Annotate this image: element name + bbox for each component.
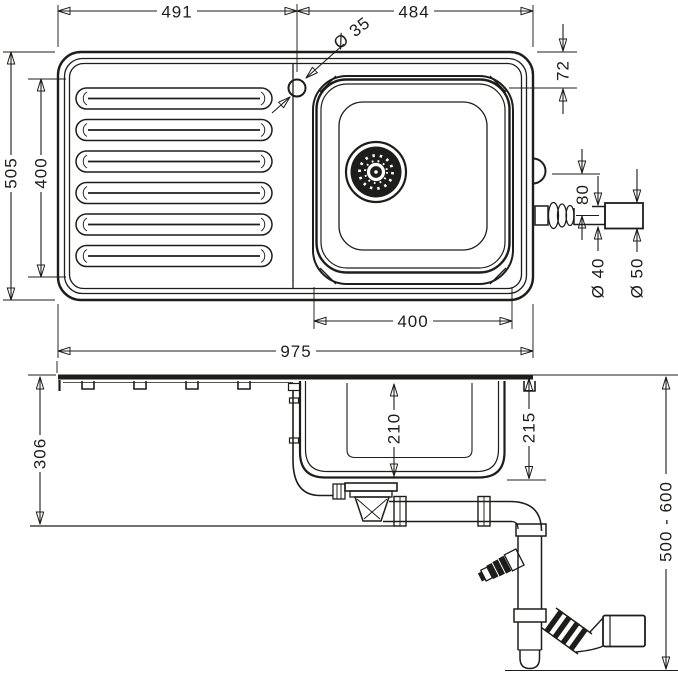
basin-rim bbox=[312, 75, 514, 285]
dim-top-right-width-label: 484 bbox=[398, 3, 429, 22]
rim-chamfer bbox=[319, 267, 337, 285]
drain-trap-piping bbox=[383, 495, 646, 670]
dim-installation-height-label: 306 bbox=[31, 438, 50, 469]
outlet-end-coupling bbox=[602, 614, 646, 648]
rim-chamfer bbox=[489, 75, 507, 93]
outlet-coupling bbox=[604, 202, 644, 230]
drain-strainer-icon bbox=[344, 140, 408, 204]
drainboard-grooves bbox=[75, 87, 273, 268]
mounting-clip bbox=[81, 381, 95, 390]
sink-inner-surround bbox=[68, 62, 523, 290]
diagonal-outlet-branch bbox=[541, 607, 646, 655]
groove bbox=[75, 118, 273, 142]
dim-basin-length-label: 400 bbox=[32, 157, 51, 188]
bowl-edge bbox=[315, 78, 511, 274]
bowl-flat-bottom bbox=[338, 101, 488, 251]
rim-chamfer bbox=[319, 75, 337, 93]
side-view-dimension-lines bbox=[40, 377, 666, 669]
top-view: 491 484 Ø 35 72 505 400 80 Ø 40 Ø 50 400… bbox=[1, 2, 647, 361]
tap-hole-leader bbox=[306, 43, 345, 78]
rim-chamfer bbox=[489, 267, 507, 285]
side-view-extension-lines bbox=[28, 361, 678, 672]
dim-outlet-inner-label: Ø 40 bbox=[589, 258, 608, 299]
tap-hole-leader-tail bbox=[271, 97, 290, 114]
dim-overflow-drop-label: 80 bbox=[573, 184, 592, 205]
groove bbox=[75, 244, 273, 268]
dim-overall-width-label: 975 bbox=[280, 342, 311, 361]
groove bbox=[75, 181, 273, 205]
sink-outer-edge bbox=[56, 50, 535, 302]
dim-bowl-depth-outer-label: 215 bbox=[520, 412, 539, 443]
groove bbox=[75, 150, 273, 173]
mounting-clip bbox=[185, 381, 199, 390]
dim-outlet-outer-label: Ø 50 bbox=[628, 258, 647, 299]
tap-hole bbox=[287, 78, 307, 98]
mounting-clip bbox=[133, 381, 147, 390]
dim-rim-to-bowl-label: 72 bbox=[554, 60, 573, 81]
basin-section bbox=[298, 381, 506, 479]
sink-flange bbox=[58, 374, 533, 380]
hose-nozzle bbox=[477, 548, 525, 582]
drain-waste-assembly bbox=[332, 482, 398, 522]
mounting-clip bbox=[237, 381, 251, 390]
side-view: 306 210 215 500 - 600 bbox=[28, 361, 678, 672]
overflow-outlet bbox=[532, 157, 644, 230]
dim-bowl-depth-inner-label: 210 bbox=[385, 413, 404, 444]
basin-top-view bbox=[312, 75, 514, 285]
pipe-coupling bbox=[513, 608, 547, 623]
pipe-end-cap bbox=[519, 650, 541, 670]
groove bbox=[75, 213, 273, 236]
dim-overall-depth-label: 505 bbox=[2, 157, 21, 188]
dim-bowl-width-label: 400 bbox=[397, 312, 428, 331]
dim-drain-height-range-label: 500 - 600 bbox=[657, 481, 676, 562]
bowl-inner-edge bbox=[320, 83, 506, 269]
groove bbox=[75, 87, 273, 110]
sink-rim-line bbox=[63, 57, 528, 295]
side-view-labels: 306 210 215 500 - 600 bbox=[30, 409, 676, 569]
dim-top-left-width-label: 491 bbox=[161, 3, 192, 22]
overflow-pipe-section bbox=[287, 382, 333, 497]
pipe-collar bbox=[515, 523, 547, 537]
dim-tap-hole-label: Ø 35 bbox=[330, 13, 374, 53]
